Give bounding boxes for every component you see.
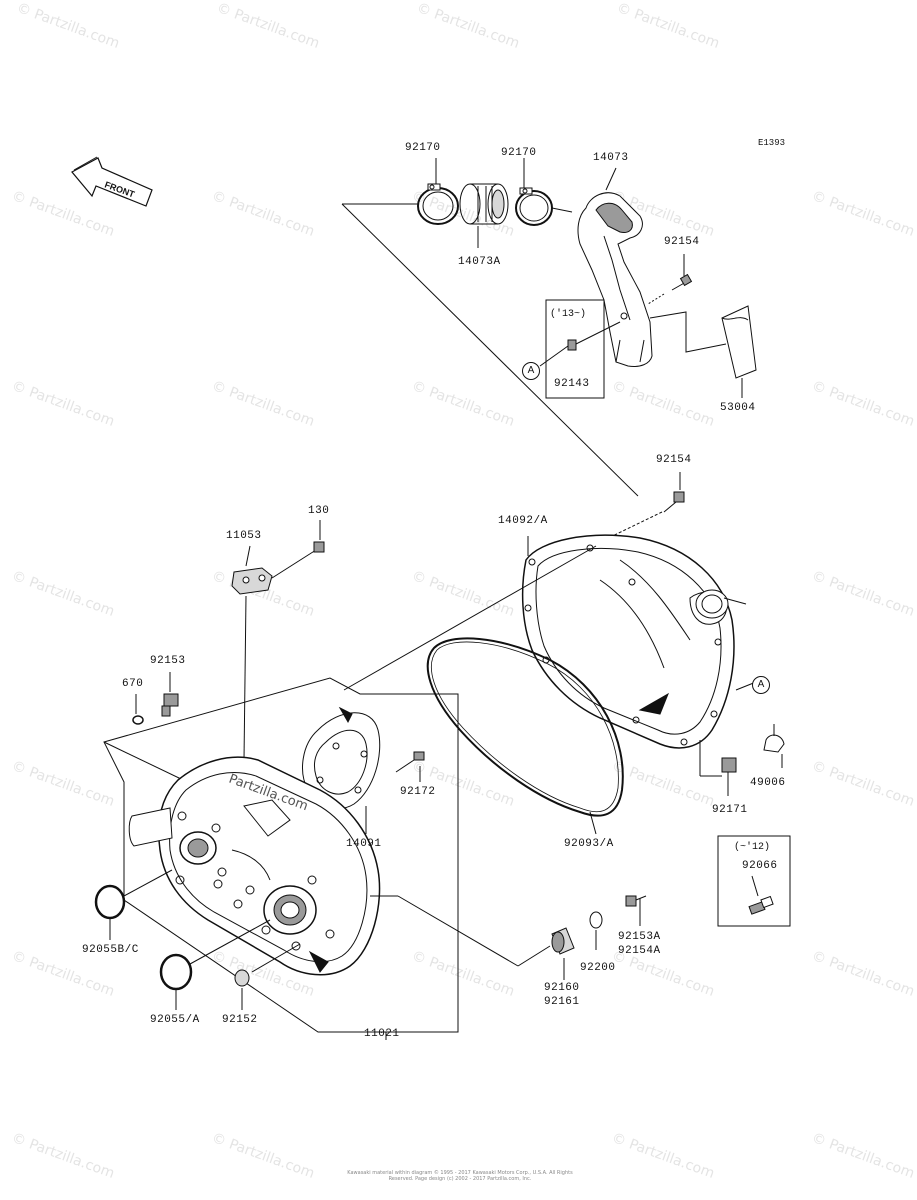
reference-callout-a: A	[522, 362, 540, 380]
part-label-130[interactable]: 130	[308, 505, 330, 517]
reference-callout-a: A	[752, 676, 770, 694]
label-sticker-53004	[649, 305, 757, 398]
part-label-92093-a[interactable]: 92093/A	[564, 838, 614, 850]
bolt-92154-top	[647, 273, 693, 305]
seal-92160	[551, 927, 575, 980]
duct-14073	[577, 192, 653, 367]
bolt-92153	[161, 672, 179, 717]
part-label-92154[interactable]: 92154	[664, 236, 700, 248]
year-note-box-from-2013	[545, 299, 605, 399]
leader-line	[605, 167, 617, 191]
part-label-49006[interactable]: 49006	[750, 777, 786, 789]
part-label-670[interactable]: 670	[122, 678, 144, 690]
o-ring-92055a	[159, 919, 271, 1010]
part-label-53004[interactable]: 53004	[720, 402, 756, 414]
sleeve-14073a	[459, 183, 509, 225]
clamp-92170-left	[417, 183, 459, 225]
part-label-92154a[interactable]: 92154A	[618, 945, 661, 957]
washer-92200	[589, 911, 603, 950]
year-note-from-2013: ('13~)	[550, 309, 587, 320]
part-label-92152[interactable]: 92152	[222, 1014, 258, 1026]
bolt-92172	[395, 751, 425, 782]
part-label-92153a[interactable]: 92153A	[618, 931, 661, 943]
assembly-outline	[103, 677, 459, 1033]
part-label-92066[interactable]: 92066	[742, 860, 778, 872]
washer-92152	[234, 943, 301, 1010]
part-label-92055b-c[interactable]: 92055B/C	[82, 944, 139, 956]
copyright-notice: Kawasaki material within diagram © 1995 …	[347, 1170, 573, 1182]
part-label-14092-a[interactable]: 14092/A	[498, 515, 548, 527]
outer-cover-14092	[521, 534, 757, 749]
part-label-92171[interactable]: 92171	[712, 804, 748, 816]
leader-line	[341, 203, 639, 497]
part-label-92143[interactable]: 92143	[554, 378, 590, 390]
bolt-92154-middle	[595, 472, 685, 545]
seal-plate-14091	[302, 706, 381, 834]
bolt-130	[313, 520, 325, 553]
part-label-92154[interactable]: 92154	[656, 454, 692, 466]
part-label-92153[interactable]: 92153	[150, 655, 186, 667]
o-ring-670	[132, 694, 144, 725]
part-label-14073a[interactable]: 14073A	[458, 256, 501, 268]
part-label-92170[interactable]: 92170	[405, 142, 441, 154]
clip-92143	[567, 339, 577, 351]
year-note-box-until-2012	[717, 835, 791, 927]
diagram-code: E1393	[758, 138, 786, 148]
part-label-14091[interactable]: 14091	[346, 838, 382, 850]
grommet-49006	[763, 724, 785, 768]
part-label-92170[interactable]: 92170	[501, 147, 537, 159]
bracket-11053	[231, 545, 273, 761]
part-label-11053[interactable]: 11053	[226, 530, 262, 542]
part-label-11021[interactable]: 11021	[364, 1028, 400, 1040]
part-label-92160[interactable]: 92160	[544, 982, 580, 994]
part-label-92161[interactable]: 92161	[544, 996, 580, 1008]
front-arrow-icon: FRONT	[71, 156, 153, 207]
part-label-92172[interactable]: 92172	[400, 786, 436, 798]
sensor-92066	[748, 875, 774, 915]
bolt-92153a	[625, 895, 647, 926]
part-label-92055-a[interactable]: 92055/A	[150, 1014, 200, 1026]
bolt-92171	[699, 740, 737, 796]
o-ring-92055bc	[94, 869, 173, 940]
year-note-until-2012: (~'12)	[734, 842, 771, 853]
inner-cover-11021	[128, 756, 381, 976]
clamp-92170-right	[515, 187, 573, 226]
part-label-92200[interactable]: 92200	[580, 962, 616, 974]
part-label-14073[interactable]: 14073	[593, 152, 629, 164]
gasket-92093	[426, 637, 624, 835]
